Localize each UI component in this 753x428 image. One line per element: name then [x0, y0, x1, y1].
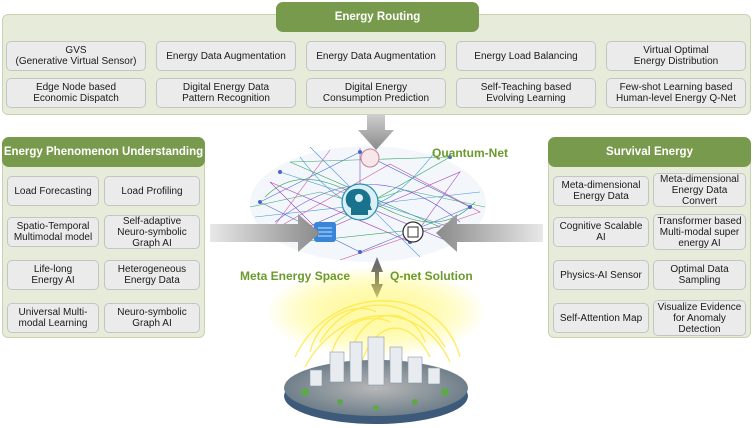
phenomenon-item: Spatio-Temporal Multimodal model: [7, 217, 99, 247]
survival-item: Cognitive Scalable AI: [553, 217, 649, 247]
survival-item: Meta-dimensional Energy Data: [553, 176, 649, 206]
phenomenon-item: Self-adaptive Neuro-symbolic Graph AI: [104, 215, 200, 249]
brain-icon: [360, 148, 380, 168]
smart-city-icon: [266, 267, 486, 424]
neural-chip-icon: [314, 222, 336, 242]
routing-item: Virtual Optimal Energy Distribution: [606, 41, 746, 71]
phenomenon-item: Heterogeneous Energy Data: [104, 260, 200, 290]
quantum-net-illustration: [210, 114, 543, 424]
survival-item: Optimal Data Sampling: [653, 260, 746, 290]
survival-item: Meta-dimensional Energy Data Convert: [653, 173, 746, 207]
phenomenon-item: Load Profiling: [104, 176, 200, 206]
phenomenon-item: Life-long Energy AI: [7, 260, 99, 290]
survival-item: Self-Attention Map: [553, 303, 649, 333]
survival-energy-header: Survival Energy: [548, 137, 751, 167]
phenomenon-item: Load Forecasting: [7, 176, 99, 206]
routing-item: Digital Energy Consumption Prediction: [306, 78, 446, 108]
arrow-from-right: [436, 214, 543, 252]
survival-item: Transformer based Multi-modal super ener…: [653, 214, 746, 250]
survival-item: Visualize Evidence for Anomaly Detection: [653, 300, 746, 336]
routing-item: Few-shot Learning based Human-level Ener…: [606, 78, 746, 108]
routing-item: GVS (Generative Virtual Sensor): [6, 41, 146, 71]
cpu-icon: [402, 221, 424, 243]
routing-item: Edge Node based Economic Dispatch: [6, 78, 146, 108]
meta-energy-space-label: Meta Energy Space: [240, 269, 351, 283]
routing-item: Energy Load Balancing: [456, 41, 596, 71]
brain-head-icon: [341, 183, 379, 221]
routing-item: Energy Data Augmentation: [306, 41, 446, 71]
routing-item: Self-Teaching based Evolving Learning: [456, 78, 596, 108]
quantum-net-label: Quantum-Net: [432, 146, 508, 160]
routing-item: Digital Energy Data Pattern Recognition: [156, 78, 296, 108]
energy-routing-header: Energy Routing: [276, 2, 479, 32]
arrow-from-left: [210, 214, 320, 252]
phenomenon-item: Universal Multi- modal Learning: [7, 303, 99, 333]
routing-item: Energy Data Augmentation: [156, 41, 296, 71]
energy-phenomenon-header: Energy Phenomenon Understanding: [2, 137, 205, 167]
phenomenon-item: Neuro-symbolic Graph AI: [104, 303, 200, 333]
qnet-solution-label: Q-net Solution: [390, 269, 473, 283]
arrow-from-top: [358, 114, 394, 150]
survival-item: Physics-AI Sensor: [553, 260, 649, 290]
